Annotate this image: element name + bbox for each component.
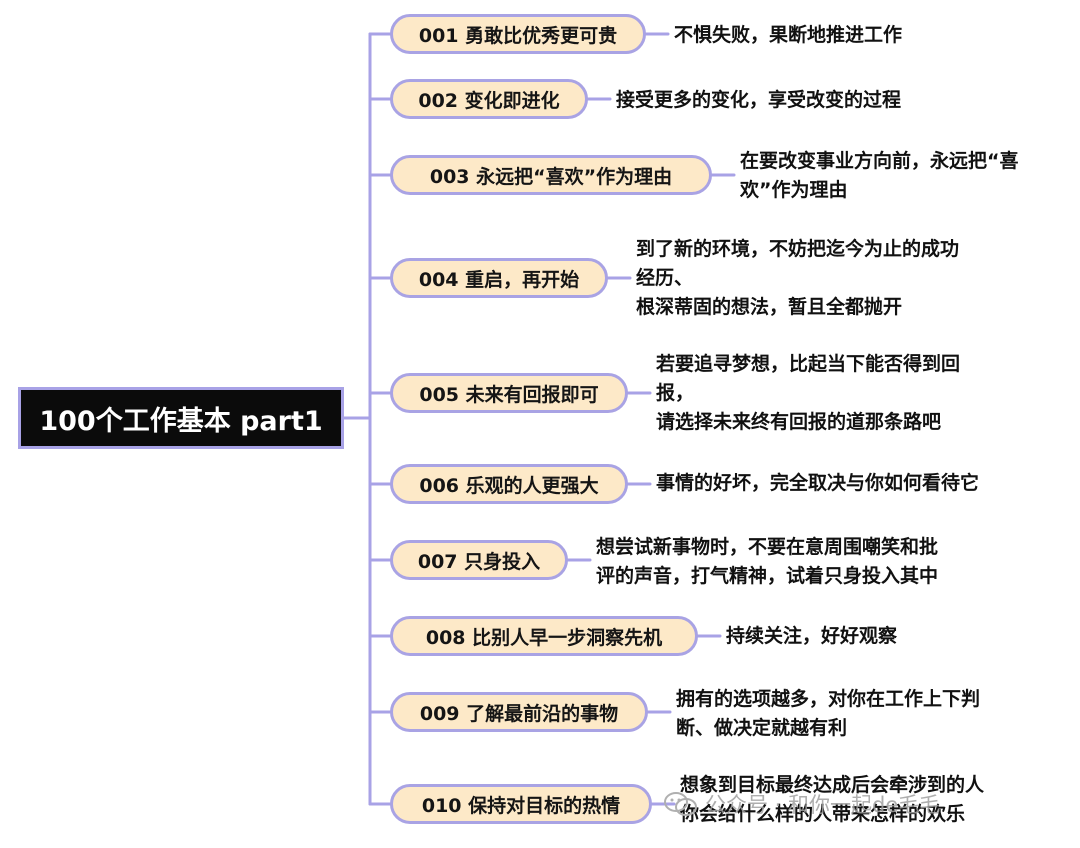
description-line: 评的声音，打气精神，试着只身投入其中 [596, 565, 939, 587]
watermark: 公众号 · 和你一起de毛毛 [663, 787, 940, 821]
topic-description: 接受更多的变化，享受改变的过程 [616, 86, 901, 115]
topic-node: 004 重启，再开始 [390, 258, 608, 298]
topic-node: 009 了解最前沿的事物 [390, 692, 648, 732]
description-line: 想尝试新事物时，不要在意周围嘲笑和批 [596, 536, 939, 558]
topic-node: 001 勇敢比优秀更可贵 [390, 14, 646, 54]
topic-description: 想尝试新事物时，不要在意周围嘲笑和批评的声音，打气精神，试着只身投入其中 [596, 533, 938, 591]
description-line: 在要改变事业方向前，永远把“喜 [740, 150, 1019, 172]
topic-node: 008 比别人早一步洞察先机 [390, 616, 698, 656]
description-line: 事情的好坏，完全取决与你如何看待它 [656, 472, 980, 494]
topic-description: 不惧失败，果断地推进工作 [674, 21, 902, 50]
topic-node: 003 永远把“喜欢”作为理由 [390, 155, 712, 195]
topic-node: 002 变化即进化 [390, 79, 588, 119]
description-line: 到了新的环境，不妨把迄今为止的成功 [636, 238, 960, 260]
description-line: 请选择未来终有回报的道那条路吧 [656, 411, 942, 433]
description-line: 想象到目标最终达成后会牵涉到的人 [680, 774, 985, 796]
root-node: 100个工作基本 part1 [18, 387, 344, 449]
watermark-text: 公众号 · 和你一起de毛毛 [705, 793, 941, 817]
topic-node: 005 未来有回报即可 [390, 373, 628, 413]
topic-description: 若要追寻梦想，比起当下能否得到回报， 请选择未来终有回报的道那条路吧 [656, 350, 960, 437]
description-line: 断、做决定就越有利 [676, 717, 848, 739]
topic-node: 006 乐观的人更强大 [390, 464, 628, 504]
description-line: 报， [656, 382, 695, 404]
topic-description: 在要改变事业方向前，永远把“喜欢”作为理由 [740, 147, 1019, 205]
description-line: 持续关注，好好观察 [726, 625, 898, 647]
topic-description: 事情的好坏，完全取决与你如何看待它 [656, 469, 979, 498]
wechat-icon [664, 792, 697, 816]
topic-description: 拥有的选项越多，对你在工作上下判断、做决定就越有利 [676, 685, 980, 743]
topic-node: 007 只身投入 [390, 540, 568, 580]
description-line: 根深蒂固的想法，暂且全都抛开 [636, 296, 903, 318]
topic-description: 持续关注，好好观察 [726, 622, 897, 651]
topic-description: 到了新的环境，不妨把迄今为止的成功经历、根深蒂固的想法，暂且全都抛开 [636, 235, 959, 322]
description-line: 接受更多的变化，享受改变的过程 [616, 89, 902, 111]
topic-node: 010 保持对目标的热情 [390, 784, 652, 824]
description-line: 你会给什么样的人带来怎样的欢乐 [680, 803, 966, 825]
description-line: 若要追寻梦想，比起当下能否得到回 [656, 353, 961, 375]
topic-description: 想象到目标最终达成后会牵涉到的人你会给什么样的人带来怎样的欢乐 [680, 771, 984, 829]
description-line: 经历、 [636, 267, 694, 289]
description-line: 欢”作为理由 [740, 179, 848, 201]
description-line: 拥有的选项越多，对你在工作上下判 [676, 688, 981, 710]
description-line: 不惧失败，果断地推进工作 [674, 24, 903, 46]
